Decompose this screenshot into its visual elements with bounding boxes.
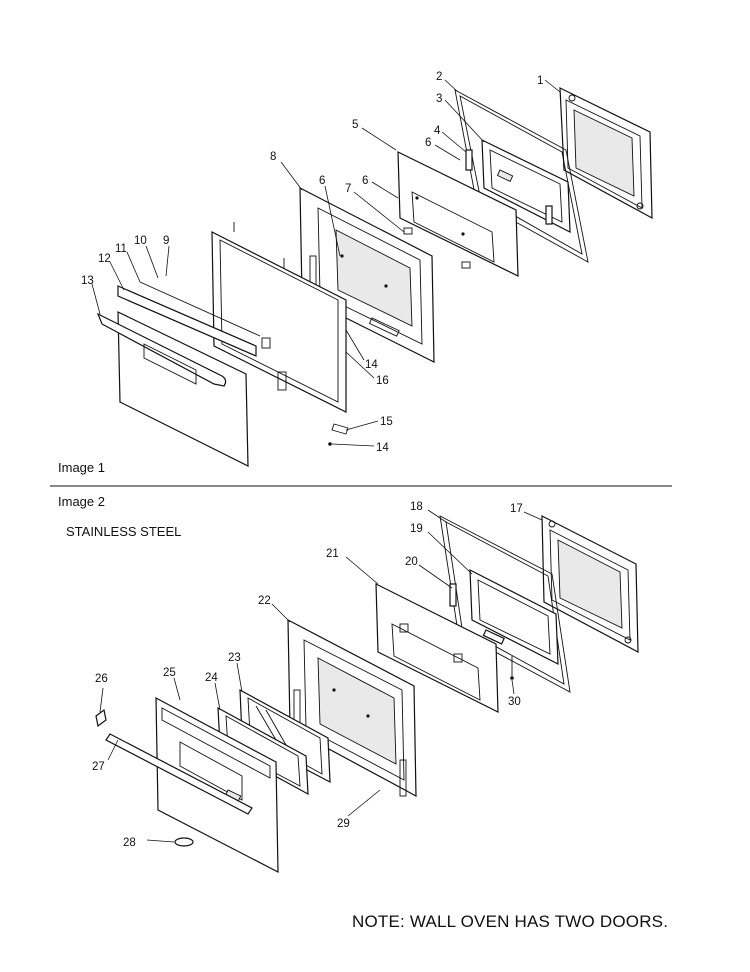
part-30-hardware [510, 656, 514, 680]
part-28-logo [174, 837, 194, 847]
part-25-outer-door [155, 696, 279, 873]
callout-7: 7 [345, 183, 351, 195]
part-21-inner-panel [375, 583, 499, 713]
part-22-door-frame [287, 618, 417, 798]
image-2-callouts: 17 18 19 20 21 22 23 24 25 26 27 28 29 3… [92, 501, 523, 849]
callout-14b: 14 [376, 442, 389, 454]
callout-1: 1 [537, 75, 543, 87]
callout-21: 21 [326, 548, 339, 560]
callout-6c: 6 [319, 175, 325, 187]
callout-9: 9 [163, 235, 169, 247]
callout-25: 25 [163, 667, 176, 679]
image-1-callouts: 1 2 3 4 5 6 6 6 7 8 9 10 11 12 13 14 14 … [81, 71, 543, 454]
callout-11: 11 [115, 243, 127, 255]
part-11-top-trim [117, 281, 261, 357]
part-26-handle-endcap [95, 708, 107, 728]
image-1-label: Image 1 [58, 460, 105, 475]
callout-30: 30 [508, 696, 521, 708]
part-8-door-frame [299, 187, 435, 363]
callout-3: 3 [436, 93, 442, 105]
callout-26: 26 [95, 673, 108, 685]
callout-14a: 14 [365, 359, 378, 371]
callout-4: 4 [434, 125, 441, 137]
part-20-clip [449, 583, 505, 645]
image-2-label: Image 2 [58, 494, 105, 509]
callout-20: 20 [405, 556, 418, 568]
callout-5: 5 [352, 119, 358, 131]
callout-2: 2 [436, 71, 442, 83]
callout-8: 8 [270, 151, 276, 163]
part-17-inner-liner [541, 515, 639, 654]
callout-16: 16 [376, 375, 389, 387]
wall-oven-note: NOTE: WALL OVEN HAS TWO DOORS. [352, 912, 669, 931]
callout-17: 17 [510, 503, 523, 515]
image-1-leader-lines [91, 79, 561, 447]
callout-6b: 6 [362, 175, 368, 187]
image-1-assembly: 1 2 3 4 5 6 6 6 7 8 9 10 11 12 13 14 14 … [81, 71, 653, 467]
part-5-inner-panel [397, 151, 519, 277]
part-1-inner-liner [559, 87, 653, 220]
callout-24: 24 [205, 672, 218, 684]
part-19-window-pack [469, 568, 559, 666]
image-2-assembly: 17 18 19 20 21 22 23 24 25 26 27 28 29 3… [92, 501, 639, 873]
image-2-leader-lines [99, 509, 543, 843]
part-27-handle [105, 733, 253, 815]
callout-6a: 6 [425, 137, 431, 149]
part-4-clip [465, 149, 553, 225]
part-16-outer-glass [211, 222, 347, 413]
callout-23: 23 [228, 652, 241, 664]
callout-19: 19 [410, 523, 423, 535]
callout-13: 13 [81, 275, 94, 287]
part-13-outer-door [96, 311, 249, 467]
callout-27: 27 [92, 761, 105, 773]
part-15-hinge-hardware [328, 423, 349, 446]
callout-28: 28 [123, 837, 136, 849]
callout-10: 10 [134, 235, 147, 247]
callout-12: 12 [98, 253, 111, 265]
callout-15: 15 [380, 416, 393, 428]
callout-18: 18 [410, 501, 423, 513]
callout-29: 29 [337, 818, 350, 830]
callout-22: 22 [258, 595, 271, 607]
finish-label: STAINLESS STEEL [66, 524, 182, 539]
